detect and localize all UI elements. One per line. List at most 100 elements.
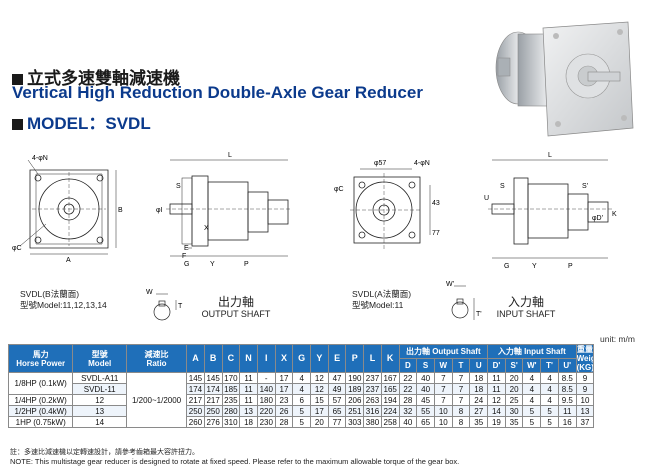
cell-value: 45 <box>416 394 435 406</box>
dim-label-g-a: G <box>504 263 509 270</box>
dim-label-c-a: φC <box>334 186 344 193</box>
cell-value: 25 <box>504 394 524 406</box>
cell-value: 217 <box>186 394 205 406</box>
cell-value: 11 <box>239 383 258 395</box>
cell-value: 145 <box>186 372 205 384</box>
cell-value: 7 <box>451 383 471 395</box>
cell-value: 65 <box>416 416 435 428</box>
cell-value: 11 <box>487 383 506 395</box>
output-shaft-label: 出力軸 OUTPUT SHAFT <box>196 296 276 320</box>
cell-model: SVDL-11 <box>72 383 128 395</box>
cell-value: 237 <box>363 383 382 395</box>
cell-value: 189 <box>345 383 365 395</box>
cell-power: 1HP (0.75kW) <box>7 416 74 428</box>
cell-value: 276 <box>203 416 223 428</box>
cell-value: 5 <box>522 416 542 428</box>
cell-model: SVDL-A11 <box>72 372 128 384</box>
header-out-s: S <box>416 358 435 373</box>
cell-value: 235 <box>221 394 241 406</box>
dim-label-w: W <box>146 289 153 296</box>
header-out-t: T <box>451 358 471 373</box>
dim-label-d57: φ57 <box>374 160 386 167</box>
header-in-d: D' <box>487 358 506 373</box>
header-output-shaft: 出力軸 Output Shaft <box>398 344 489 359</box>
cell-value: 5 <box>292 416 312 428</box>
cell-value: 20 <box>504 383 524 395</box>
cell-value: 5 <box>292 405 312 417</box>
dim-label-l-a: L <box>548 152 552 159</box>
cell-value: 35 <box>504 416 524 428</box>
header-input-shaft: 入力軸 Input Shaft <box>487 344 577 359</box>
cell-value: 220 <box>256 405 276 417</box>
cell-value: 174 <box>203 383 223 395</box>
cell-value: 47 <box>327 372 347 384</box>
header-y: Y <box>310 344 329 373</box>
drawing-flange-a-front: φ57 4-φN 43 77 φC <box>334 160 440 249</box>
title-chinese-text: 立式多速雙軸減速機 <box>27 69 180 89</box>
cell-value: 9.5 <box>557 394 577 406</box>
dim-label-p: P <box>244 261 249 268</box>
cell-value: 12 <box>310 383 329 395</box>
cell-value: 174 <box>186 383 205 395</box>
caption-flange-a-title: SVDL(A法蘭面) <box>352 289 412 299</box>
cell-value: 12 <box>310 372 329 384</box>
cell-value: 17 <box>310 405 329 417</box>
cell-value: 17 <box>274 372 294 384</box>
cell-value: 11 <box>557 405 577 417</box>
cell-value: 6 <box>292 394 312 406</box>
cell-power: 1/4HP (0.2kW) <box>7 394 74 406</box>
cell-value: 310 <box>221 416 241 428</box>
cell-value: 10 <box>575 394 595 406</box>
square-bullet-icon <box>12 119 23 130</box>
cell-value: 18 <box>469 383 489 395</box>
cell-value: - <box>256 372 276 384</box>
cell-power: 1/8HP (0.1kW) <box>7 372 74 395</box>
model-heading-text: MODEL：SVDL <box>27 114 151 133</box>
cell-value: 7 <box>433 372 453 384</box>
cell-value: 206 <box>345 394 365 406</box>
cell-value: 27 <box>469 405 489 417</box>
cell-value: 251 <box>345 405 365 417</box>
header-l: L <box>363 344 382 373</box>
dim-label-p-a: P <box>568 263 573 270</box>
cell-value: 316 <box>363 405 382 417</box>
cell-value: 8 <box>451 416 471 428</box>
dim-label-k: K <box>612 211 617 218</box>
cell-value: 10 <box>433 416 453 428</box>
dim-label-u: U <box>484 195 489 202</box>
cell-value: 165 <box>380 383 400 395</box>
dim-label-a: A <box>66 257 71 264</box>
cell-value: 140 <box>256 383 276 395</box>
caption-flange-b: SVDL(B法蘭面) 型號Model:11,12,13,14 <box>20 289 107 311</box>
cell-value: 4 <box>522 383 542 395</box>
cell-value: 65 <box>327 405 347 417</box>
cell-value: 32 <box>398 405 418 417</box>
header-in-u: U' <box>557 358 577 373</box>
cell-power: 1/2HP (0.4kW) <box>7 405 74 417</box>
cell-value: 23 <box>274 394 294 406</box>
cell-value: 40 <box>416 372 435 384</box>
cell-value: 263 <box>363 394 382 406</box>
header-in-t: T' <box>540 358 559 373</box>
cell-value: 8.5 <box>557 372 577 384</box>
cell-value: 170 <box>221 372 241 384</box>
cell-value: 250 <box>186 405 205 417</box>
product-photo <box>495 21 634 137</box>
cell-value: 4 <box>292 372 312 384</box>
header-c: C <box>221 344 241 373</box>
cell-value: 28 <box>274 416 294 428</box>
cell-value: 9 <box>575 372 595 384</box>
cell-value: 16 <box>557 416 577 428</box>
cell-value: 24 <box>469 394 489 406</box>
header-out-d: D <box>398 358 418 373</box>
cell-value: 280 <box>221 405 241 417</box>
cell-value: 230 <box>256 416 276 428</box>
output-shaft-en: OUTPUT SHAFT <box>201 309 271 319</box>
header-b: B <box>203 344 223 373</box>
cell-value: 7 <box>451 372 471 384</box>
